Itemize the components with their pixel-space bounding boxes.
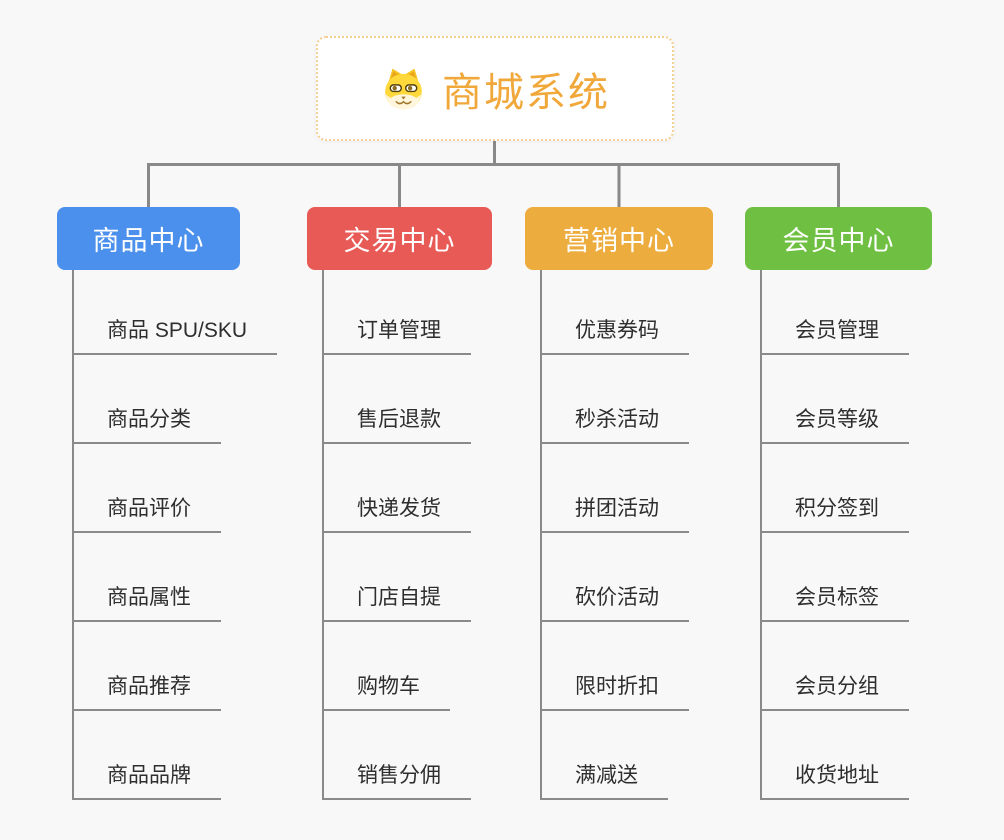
leaf-node[interactable]: 积分签到 [761, 495, 909, 533]
leaf-node[interactable]: 会员标签 [761, 584, 909, 622]
leaf-node[interactable]: 拼团活动 [541, 495, 689, 533]
leaf-node[interactable]: 收货地址 [761, 762, 909, 800]
leaf-node[interactable]: 商品 SPU/SKU [73, 317, 278, 355]
root-title: 商城系统 [442, 70, 610, 115]
leaf-node[interactable]: 满减送 [541, 762, 668, 800]
leaf-node[interactable]: 快递发货 [323, 495, 471, 533]
leaf-node[interactable]: 会员等级 [761, 406, 909, 444]
leaf-node[interactable]: 商品推荐 [73, 673, 221, 711]
branch-spine [540, 270, 542, 800]
leaf-node[interactable]: 商品品牌 [73, 762, 221, 800]
leaf-node[interactable]: 商品评价 [73, 495, 221, 533]
leaf-node[interactable]: 购物车 [323, 673, 450, 711]
leaf-node[interactable]: 售后退款 [323, 406, 471, 444]
branch-spine [322, 270, 324, 800]
branch-node[interactable]: 营销中心 [525, 207, 713, 270]
branch-node[interactable]: 交易中心 [307, 207, 492, 270]
leaf-node[interactable]: 优惠券码 [541, 317, 689, 355]
leaf-node[interactable]: 会员管理 [761, 317, 909, 355]
leaf-node[interactable]: 商品属性 [73, 584, 221, 622]
branch-spine [72, 270, 74, 800]
branch-node[interactable]: 会员中心 [745, 207, 932, 270]
leaf-node[interactable]: 商品分类 [73, 406, 221, 444]
dog-face-icon [385, 68, 422, 110]
branch-node[interactable]: 商品中心 [57, 207, 240, 270]
leaf-node[interactable]: 限时折扣 [541, 673, 689, 711]
leaf-node[interactable]: 门店自提 [323, 584, 471, 622]
leaf-node[interactable]: 销售分佣 [323, 762, 471, 800]
leaf-node[interactable]: 会员分组 [761, 673, 909, 711]
leaf-node[interactable]: 秒杀活动 [541, 406, 689, 444]
leaf-node[interactable]: 砍价活动 [541, 584, 689, 622]
branch-spine [760, 270, 762, 800]
root-node-mall-system[interactable]: 商城系统 [316, 36, 674, 141]
leaf-node[interactable]: 订单管理 [323, 317, 471, 355]
